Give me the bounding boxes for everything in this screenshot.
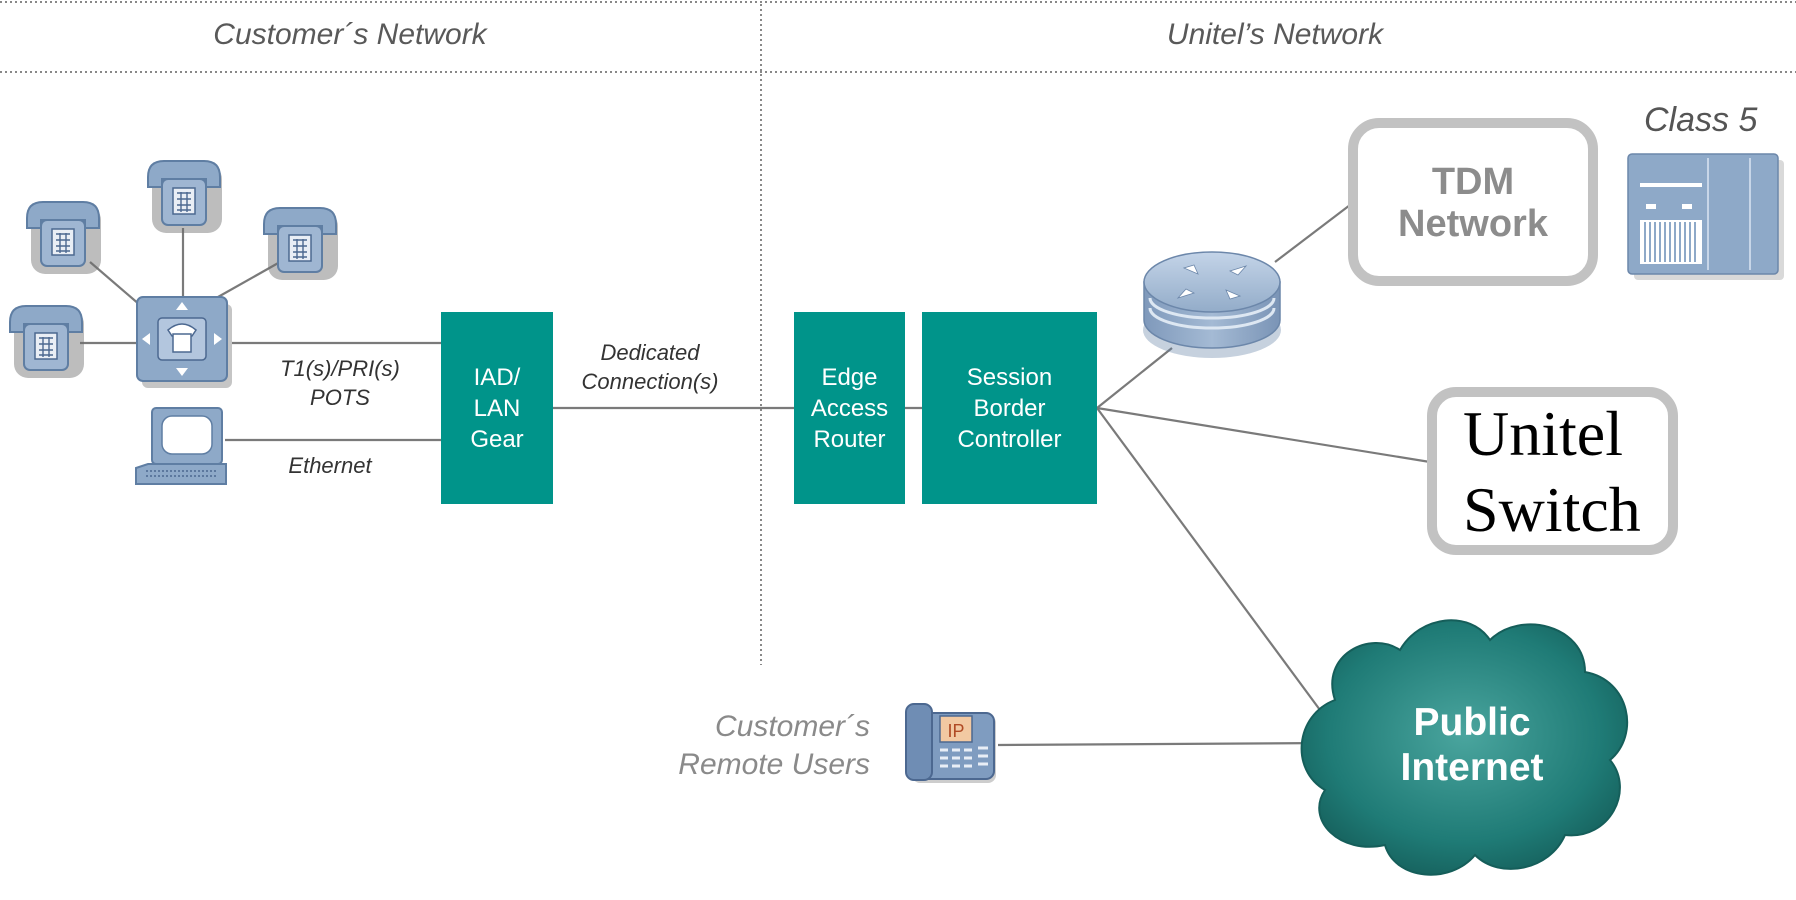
tdm-label-line2: Network [1398, 203, 1548, 245]
link-label-pots: POTS [310, 385, 370, 410]
tdm-network-box [1348, 118, 1598, 286]
link-router-tdm [1274, 204, 1351, 263]
link-label-dedicated: Dedicated [600, 340, 700, 365]
link-sbc-internet [1096, 407, 1321, 711]
class5-switch-icon [1627, 153, 1784, 280]
link-sbc-router [1096, 347, 1173, 409]
edge-router-label-line2: Access [810, 394, 889, 422]
iad-box [441, 312, 553, 504]
sbc-label-line2: Border [973, 394, 1046, 422]
tdm-label-line1: TDM [1431, 161, 1515, 203]
phone-icon [9, 305, 85, 379]
link-label-t1-pri: T1(s)/PRI(s) [280, 356, 400, 381]
sbc-label-line1: Session [966, 363, 1053, 391]
iad-label-line1: IAD/ [473, 363, 521, 391]
edge-router-label-line1: Edge [821, 363, 878, 391]
cloud-icon [1300, 619, 1629, 876]
remote-users-line2: Remote Users [678, 748, 870, 781]
phone-icon [26, 201, 102, 275]
region-customer-network: Customer´s Network [213, 18, 487, 51]
sbc-box [922, 312, 1097, 504]
unitel-switch-label-line1: Unitel [1463, 398, 1623, 469]
phone-icon [147, 160, 223, 234]
link-ipphone-internet [997, 741, 1331, 747]
remote-users-line1: Customer´s [714, 710, 870, 743]
link-label-ethernet: Ethernet [288, 453, 372, 478]
internet-label-line2: Internet [1400, 746, 1544, 789]
class5-label: Class 5 [1644, 101, 1758, 139]
terminal-icon [135, 407, 227, 485]
ip-phone-icon: IP [905, 703, 996, 783]
internet-label-line1: Public [1413, 701, 1531, 744]
unitel-switch-label-line2: Switch [1463, 474, 1641, 545]
unitel-switch-box [1427, 387, 1678, 555]
iad-label-line3: Gear [470, 425, 524, 453]
connection-lines [80, 204, 1431, 747]
region-unitel-network: Unitel’s Network [1166, 18, 1384, 51]
pbx-icon [136, 296, 232, 388]
edge-router-box [794, 312, 905, 504]
phone-icon [263, 207, 339, 281]
link-phone1-pbx [89, 261, 141, 306]
link-sbc-switch [1096, 406, 1431, 464]
edge-router-label-line3: Router [813, 425, 886, 453]
router-icon [1143, 251, 1281, 358]
iad-label: IAD/LAN Gear [441, 312, 553, 504]
link-label-connections: Connection(s) [581, 369, 719, 394]
iad-label-line2: LAN [473, 394, 521, 422]
sbc-label-line3: Controller [957, 425, 1062, 453]
svg-text:IP: IP [947, 721, 964, 741]
